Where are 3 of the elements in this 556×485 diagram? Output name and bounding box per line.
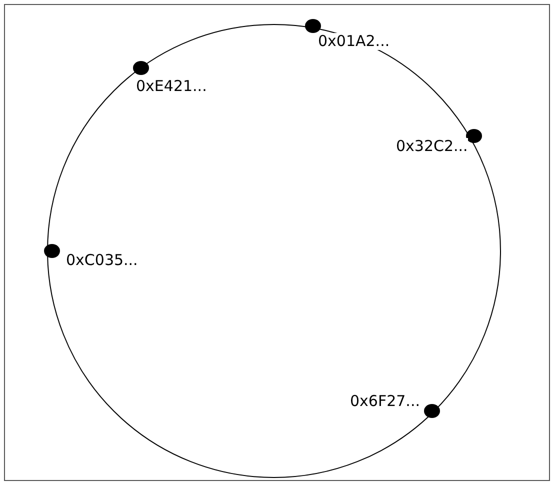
hash-label: 0x01A2... [318, 33, 390, 50]
node-dot [305, 19, 321, 33]
node-dot [44, 244, 60, 258]
